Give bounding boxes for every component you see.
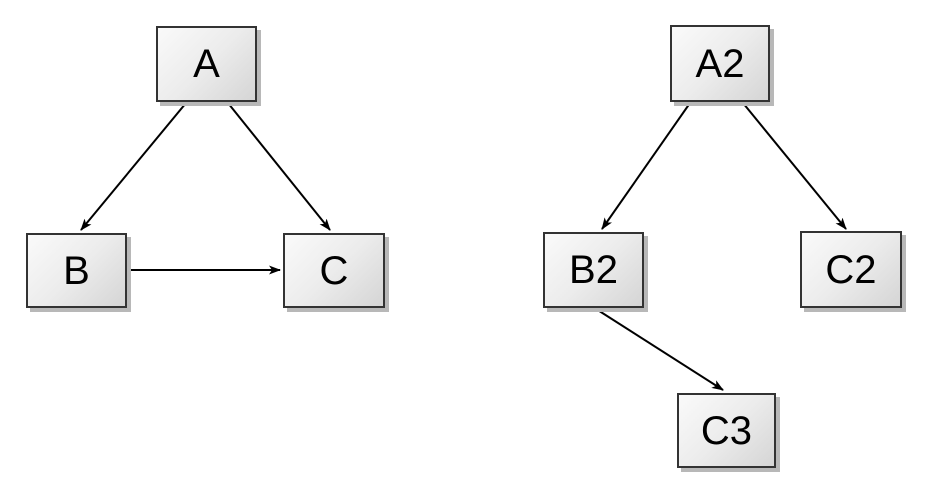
edge-group: [80, 102, 847, 391]
node-C[interactable]: C: [283, 233, 385, 308]
edge-A-B[interactable]: [80, 102, 187, 231]
node-B[interactable]: B: [26, 233, 127, 308]
node-A2[interactable]: A2: [670, 25, 770, 102]
node-B2[interactable]: B2: [543, 232, 644, 308]
edge-A2-C2[interactable]: [742, 102, 847, 230]
node-label-C2: C2: [825, 247, 877, 292]
node-C2[interactable]: C2: [800, 231, 902, 308]
node-label-A: A: [193, 42, 220, 86]
node-label-B2: B2: [569, 248, 618, 292]
edge-B2-C3[interactable]: [592, 306, 724, 391]
node-label-C3: C3: [700, 408, 753, 453]
edge-A2-B2[interactable]: [601, 102, 691, 230]
node-C3[interactable]: C3: [677, 393, 776, 468]
edge-A-C[interactable]: [227, 102, 331, 231]
node-A[interactable]: A: [156, 26, 257, 102]
node-label-A2: A2: [695, 41, 745, 86]
node-label-C: C: [319, 248, 349, 293]
node-label-B: B: [63, 248, 90, 293]
